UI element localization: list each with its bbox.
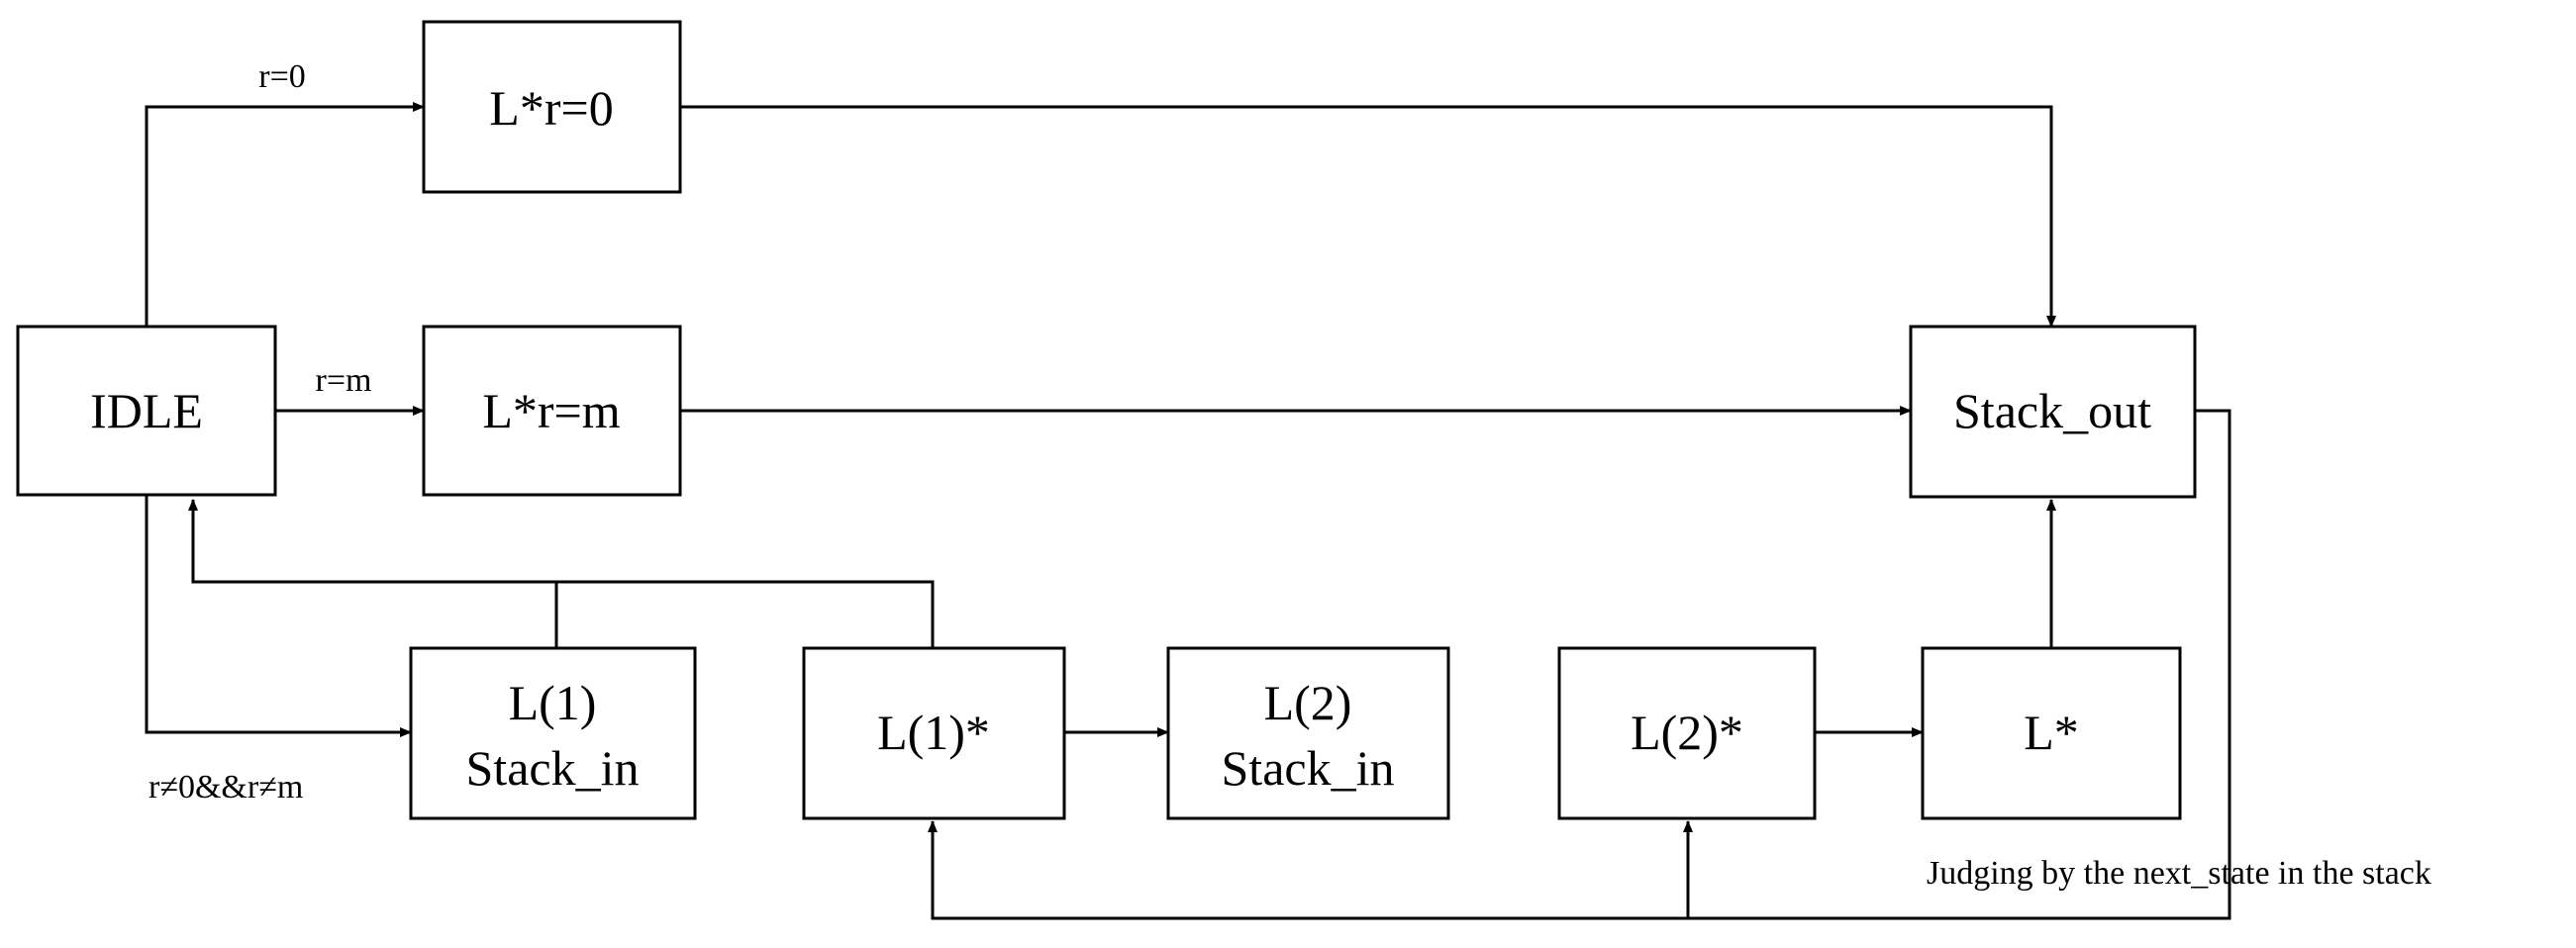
edge-idle-to-lr0 xyxy=(145,102,425,327)
state-l1-star-label: L(1)* xyxy=(877,705,990,760)
state-idle-label: IDLE xyxy=(90,383,203,438)
edge-return-to-idle xyxy=(188,499,558,648)
edge-stack-out-judging xyxy=(928,409,2231,920)
state-l-r0-label: L*r=0 xyxy=(489,80,613,136)
state-l2-star: L(2)* xyxy=(1557,646,1817,820)
state-l2-stack-in-line2: Stack_in xyxy=(1222,740,1395,796)
edge-lr0-to-stack-out xyxy=(680,105,2056,328)
state-l-rm-label: L*r=m xyxy=(482,383,620,438)
state-l2-stack-in-line1: L(2) xyxy=(1264,675,1352,730)
state-l1-stack-in-line2: Stack_in xyxy=(466,740,640,796)
edge-label-condition: r≠0&&r≠m xyxy=(149,769,303,806)
state-idle: IDLE xyxy=(16,325,277,497)
state-l2-star-label: L(2)* xyxy=(1631,705,1743,760)
edge-l1-star-up xyxy=(556,580,935,648)
state-stack-out: Stack_out xyxy=(1909,325,2197,499)
edge-idle-to-l1-stack-in xyxy=(145,495,412,737)
edge-label-judging: Judging by the next_state in the stack xyxy=(1927,855,2431,892)
edge-label-rm: r=m xyxy=(316,362,372,399)
edges xyxy=(145,102,2231,920)
state-l-rm: L*r=m xyxy=(422,325,682,497)
state-l-star-label: L* xyxy=(2024,705,2079,760)
edge-label-r0: r=0 xyxy=(258,58,306,95)
state-l2-stack-in: L(2) Stack_in xyxy=(1166,646,1450,820)
state-l-r0: L*r=0 xyxy=(422,20,682,194)
state-stack-out-label: Stack_out xyxy=(1953,383,2151,438)
state-l1-stack-in-line1: L(1) xyxy=(509,675,597,730)
state-l1-stack-in: L(1) Stack_in xyxy=(409,646,697,820)
state-l1-star: L(1)* xyxy=(802,646,1066,820)
state-l-star: L* xyxy=(1921,646,2182,820)
